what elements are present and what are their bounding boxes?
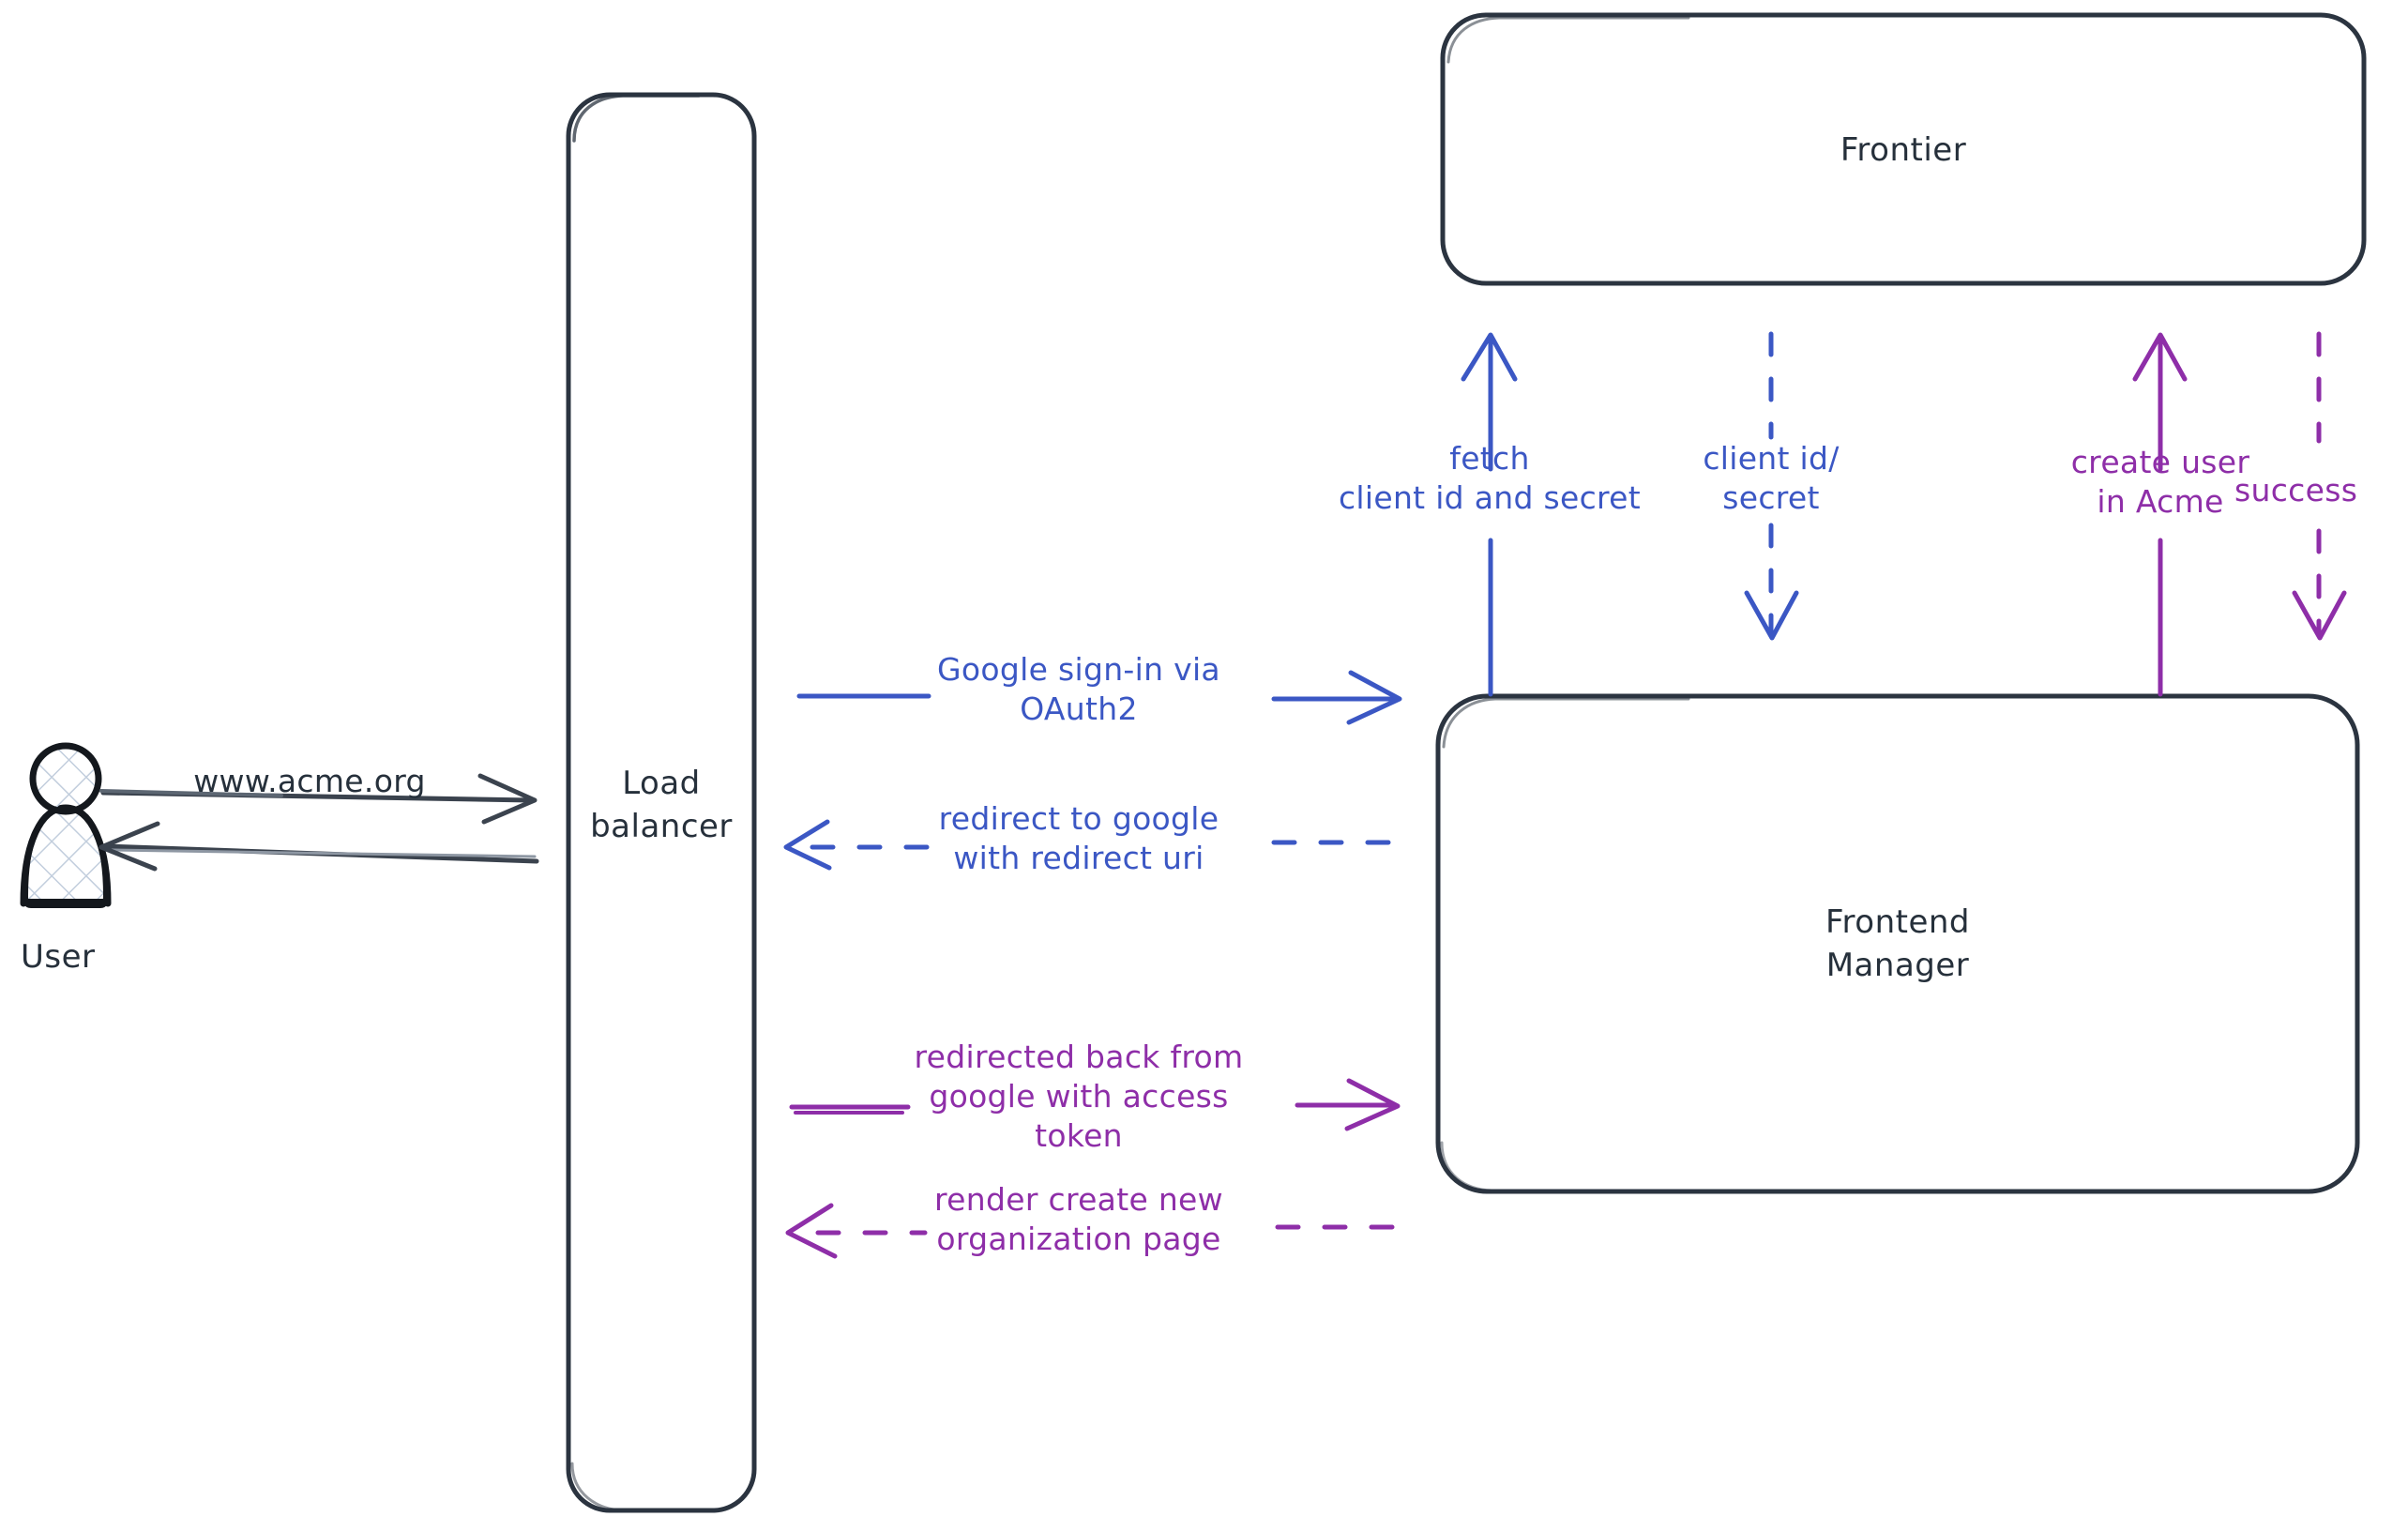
edge-label-fm-to-frontier-fetch: fetch client id and secret [1338, 440, 1642, 516]
edge-label-fm-to-lb-render: render create new organization page [934, 1181, 1223, 1257]
edge-fm-to-frontier-fetch-arrow [1461, 332, 1518, 697]
node-frontier-shape[interactable] [1440, 12, 2367, 286]
edge-frontier-to-fm-creds-arrow [1744, 331, 1799, 641]
actor-label-user: User [21, 938, 96, 976]
edge-lb-to-fm-signin-arrow [796, 670, 1402, 725]
edge-fm-to-lb-redirect-arrow [783, 819, 1402, 871]
node-frontend-manager-shape[interactable] [1435, 693, 2360, 1194]
edge-user-to-lb-arrow [99, 773, 538, 825]
edge-label-lb-to-fm-signin: Google sign-in via OAuth2 [937, 651, 1220, 727]
edge-fm-to-frontier-create-arrow [2132, 332, 2188, 697]
edge-fm-to-lb-render-arrow [785, 1203, 1401, 1259]
node-load-balancer-shape[interactable] [566, 92, 757, 1513]
edge-label-user-to-lb: www.acme.org [193, 763, 426, 799]
edge-label-lb-to-fm-token: redirected back from google with access … [914, 1039, 1244, 1154]
edge-label-fm-to-frontier-create: create user in Acme [2070, 444, 2250, 520]
edge-label-frontier-to-fm-creds: client id/ secret [1703, 440, 1840, 516]
user-person-icon [20, 742, 112, 908]
edge-label-fm-to-lb-redirect: redirect to google with redirect uri [938, 800, 1219, 876]
edge-label-frontier-to-fm-success: success [2234, 472, 2358, 508]
edge-lb-to-user-arrow [98, 821, 539, 872]
edge-lb-to-fm-token-arrow [789, 1078, 1401, 1131]
edge-frontier-to-fm-success-arrow [2292, 331, 2347, 641]
